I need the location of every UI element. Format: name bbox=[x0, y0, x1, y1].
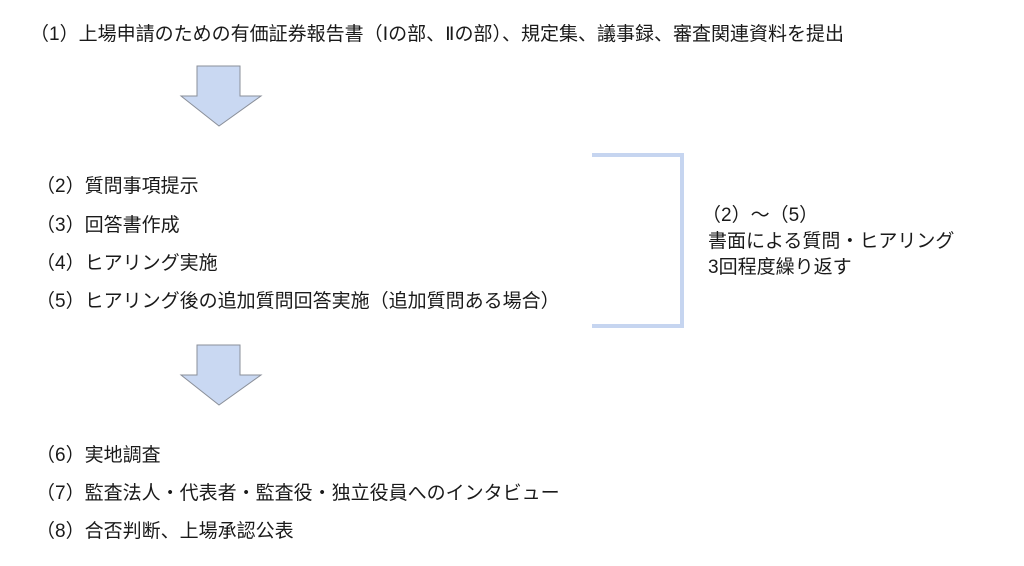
bracket-note-line2: 書面による質問・ヒアリング bbox=[708, 231, 955, 252]
step-1-text: （1）上場申請のための有価証券報告書（Ⅰの部、Ⅱの部）、規定集、議事録、審査関連… bbox=[30, 24, 845, 45]
step-7-text: （7）監査法人・代表者・監査役・独立役員へのインタビュー bbox=[36, 483, 560, 504]
down-arrow-icon bbox=[179, 344, 263, 406]
bracket-note-line1: （2）～（5） bbox=[702, 205, 819, 226]
step-5-text: （5）ヒアリング後の追加質問回答実施（追加質問ある場合） bbox=[36, 291, 560, 312]
step-3-text: （3）回答書作成 bbox=[36, 215, 180, 236]
step-2-text: （2）質問事項提示 bbox=[36, 176, 199, 197]
step-6-text: （6）実地調査 bbox=[36, 445, 161, 466]
step-8-text: （8）合否判断、上場承認公表 bbox=[36, 521, 294, 542]
step-4-text: （4）ヒアリング実施 bbox=[36, 253, 218, 274]
repeat-bracket bbox=[592, 153, 684, 328]
down-arrow-icon bbox=[179, 65, 263, 127]
bracket-note-line3: 3回程度繰り返す bbox=[708, 257, 852, 278]
